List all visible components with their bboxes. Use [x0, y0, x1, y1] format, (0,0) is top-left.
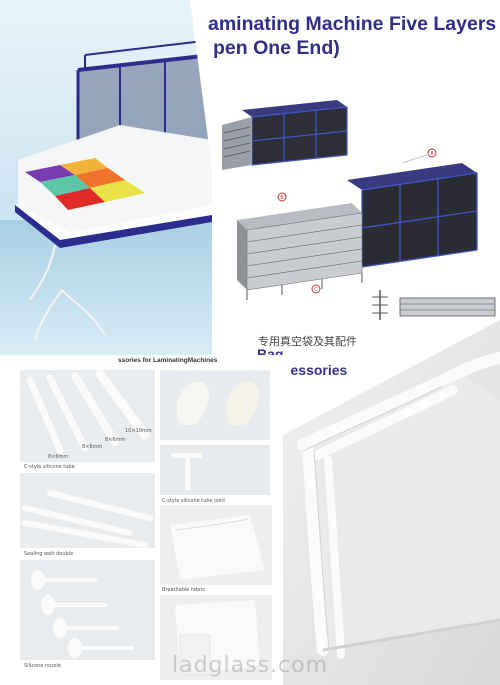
silicone-tube-photo: 8×6mm 8×6mm 8×6mm 10×10mm	[20, 369, 155, 462]
size-label-2: 8×6mm	[82, 444, 103, 450]
small-machine	[222, 100, 348, 170]
caption-tube: C-style silicone tube	[24, 464, 75, 470]
caption-sealing: Sealing welt double	[24, 551, 74, 557]
caption-tube-joint: C-style silicone tube joint	[162, 498, 226, 504]
machine-photo	[0, 0, 212, 355]
large-machine	[237, 163, 478, 300]
header-line-1: aminating Machine Five Layers	[208, 13, 497, 35]
accessories-cn-title: 专用真空袋及其配件	[258, 335, 357, 348]
caption-breathable: Breathable fabric	[162, 587, 206, 593]
marker-c	[311, 284, 321, 294]
accessories-catalog: ssories for LaminatingMachines 8×6mm 8×6…	[0, 355, 290, 685]
t-joint-art	[172, 453, 202, 490]
tube-joint-art	[176, 381, 260, 425]
spare-tray	[372, 290, 496, 320]
fabric-roll-photo	[160, 595, 272, 680]
marker-a-label: A	[430, 151, 434, 157]
caption-nozzle: Silicone nozzle	[24, 663, 61, 669]
tube-joint-photo	[160, 370, 270, 440]
size-label-1: 8×6mm	[48, 454, 69, 460]
fabric-roll-art	[175, 600, 260, 676]
machine-photo-art	[0, 0, 212, 355]
fabric-art	[170, 515, 265, 580]
nozzle-art	[31, 570, 134, 658]
header-line-2: pen One End)	[213, 37, 340, 59]
size-label-4: 10×10mm	[125, 428, 152, 434]
vacuum-bag-closeup	[283, 320, 500, 685]
marker-a	[427, 148, 437, 158]
machine-diagram: A	[222, 85, 500, 325]
size-label-3: 8×6mm	[105, 437, 126, 443]
sealing-welt-photo	[20, 473, 155, 548]
catalog-heading: ssories for LaminatingMachines	[118, 357, 218, 364]
vacuum-bag-art	[283, 320, 500, 685]
breathable-fabric-photo	[160, 505, 272, 585]
silicone-tube-art	[26, 369, 150, 454]
diagonal-divider	[0, 0, 500, 370]
sealing-welt-art	[22, 490, 153, 548]
silicone-nozzle-photo	[20, 560, 155, 660]
tube-t-joint-photo	[160, 445, 270, 495]
marker-c-label: C	[314, 287, 318, 293]
marker-b-label: B	[280, 195, 284, 201]
watermark: ladglass.com	[171, 653, 329, 678]
machine-diagram-art: A	[222, 100, 496, 320]
marker-b	[277, 192, 287, 202]
